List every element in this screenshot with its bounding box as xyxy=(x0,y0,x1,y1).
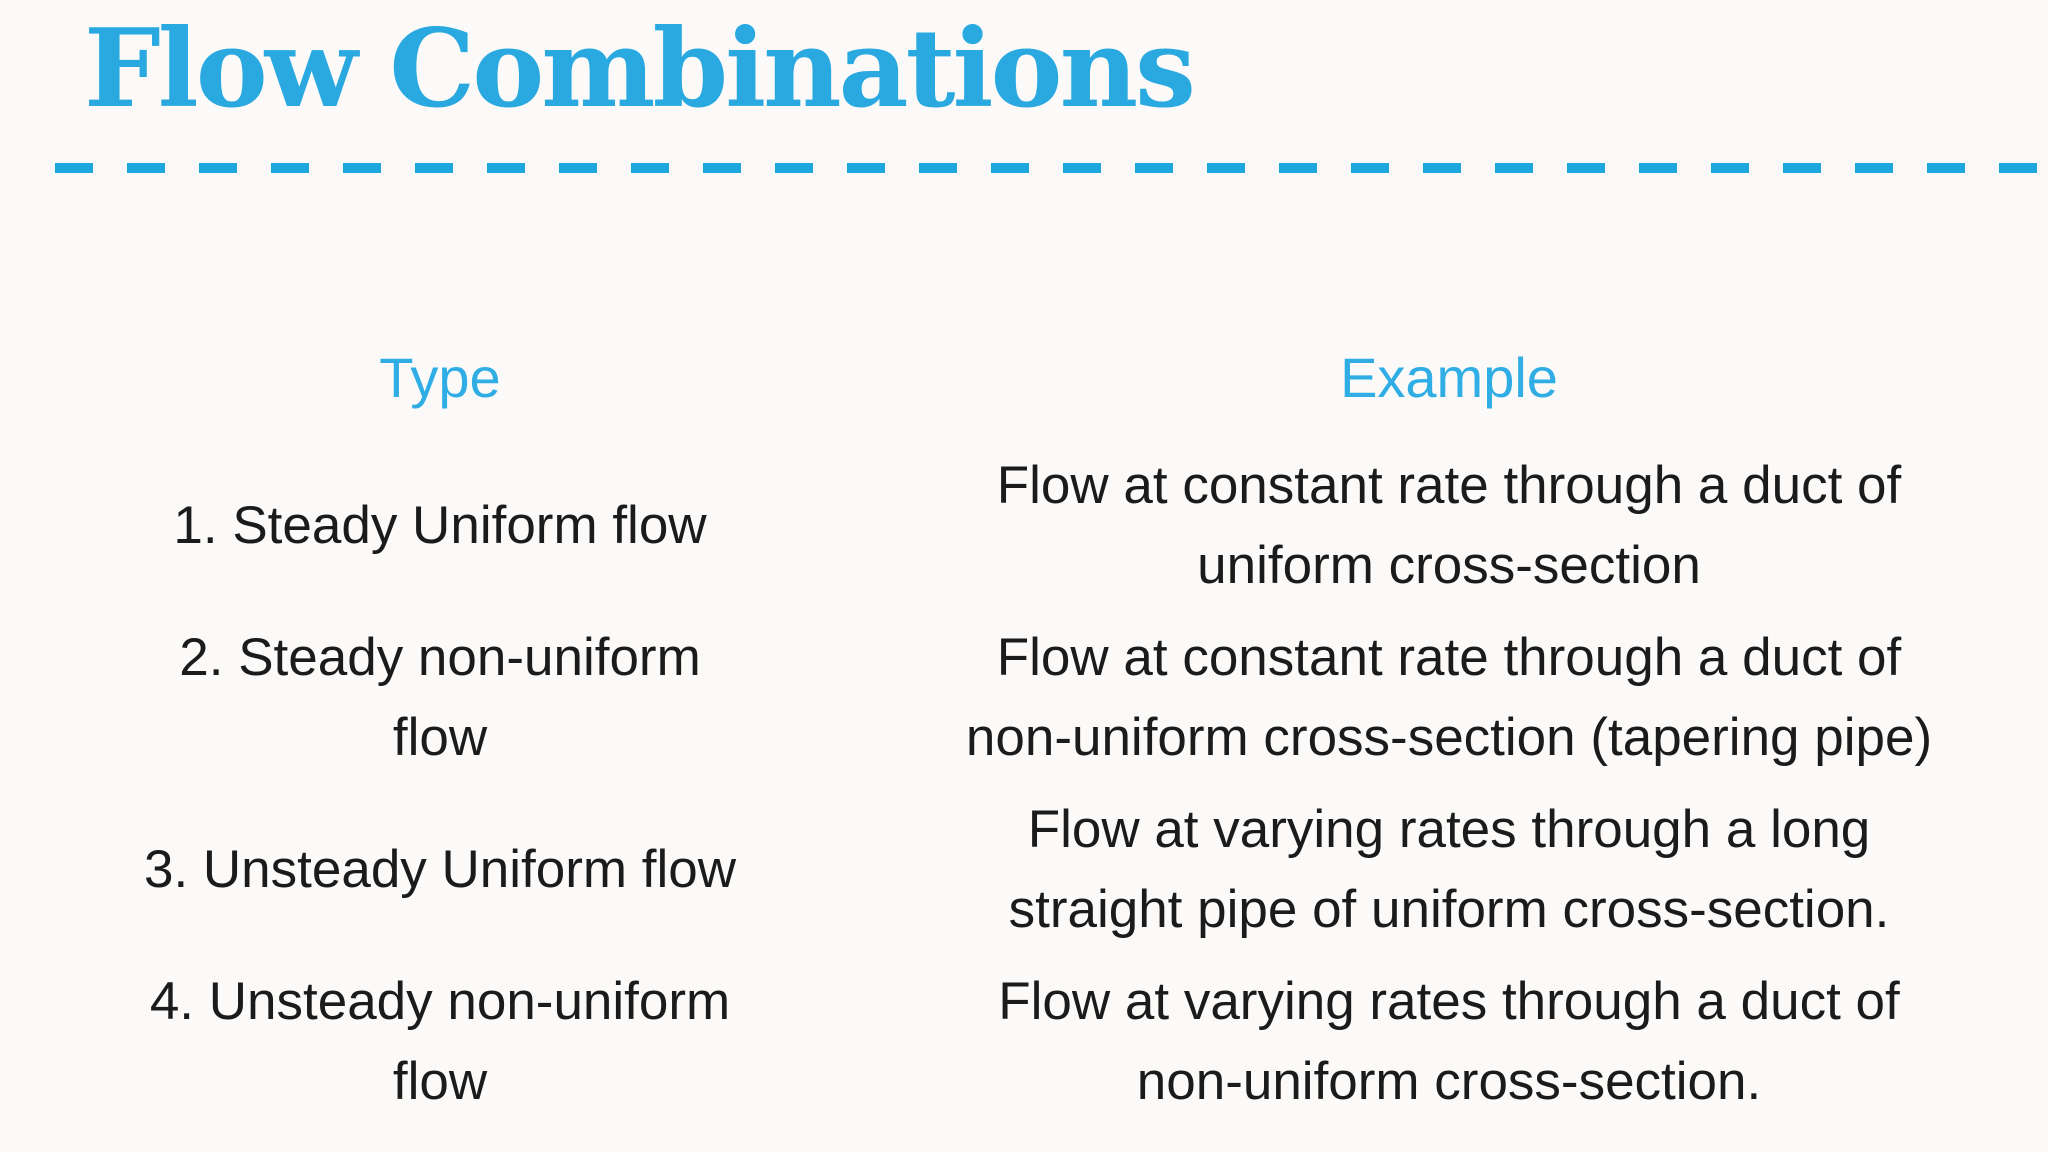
row-3-type-line: 3. Unsteady Uniform flow xyxy=(143,840,737,899)
row-4-type-line: 4. Unsteady non-uniform xyxy=(149,972,731,1031)
row-2-type-line: flow xyxy=(392,708,488,767)
column-header-type: Type xyxy=(379,346,501,409)
row-2-example-cell: Flow at constant rate through a duct of … xyxy=(850,612,2048,784)
row-4-type-cell: 4. Unsteady non-uniform flow xyxy=(0,956,850,1128)
row-1-example-line: Flow at constant rate through a duct of xyxy=(996,456,1902,515)
column-header-example: Example xyxy=(1340,346,1558,409)
row-1-example-cell: Flow at constant rate through a duct of … xyxy=(850,440,2048,612)
row-3-example-cell: Flow at varying rates through a long str… xyxy=(850,784,2048,956)
row-4-example-line: non-uniform cross-section. xyxy=(1136,1052,1762,1111)
row-1-type-line: 1. Steady Uniform flow xyxy=(173,496,707,555)
row-3-example-line: Flow at varying rates through a long xyxy=(1027,800,1871,859)
row-4-type-line: flow xyxy=(392,1052,488,1111)
row-1-type-cell: 1. Steady Uniform flow xyxy=(0,440,850,612)
row-2-type-line: 2. Steady non-uniform xyxy=(179,628,701,687)
row-4-example-line: Flow at varying rates through a duct of xyxy=(998,972,1900,1031)
row-3-example-line: straight pipe of uniform cross-section. xyxy=(1008,880,1890,939)
slide-title: Flow Combinations xyxy=(84,6,1196,132)
row-1-example-line: uniform cross-section xyxy=(1197,536,1701,595)
row-2-type-cell: 2. Steady non-uniform flow xyxy=(0,612,850,784)
row-2-example-line: non-uniform cross-section (tapering pipe… xyxy=(965,708,1933,767)
dashed-divider xyxy=(55,163,2048,173)
row-4-example-cell: Flow at varying rates through a duct of … xyxy=(850,956,2048,1128)
row-3-type-cell: 3. Unsteady Uniform flow xyxy=(0,784,850,956)
row-2-example-line: Flow at constant rate through a duct of xyxy=(996,628,1902,687)
flow-combinations-table: Type Example 1. Steady Uniform flow Flow… xyxy=(0,330,2048,1128)
